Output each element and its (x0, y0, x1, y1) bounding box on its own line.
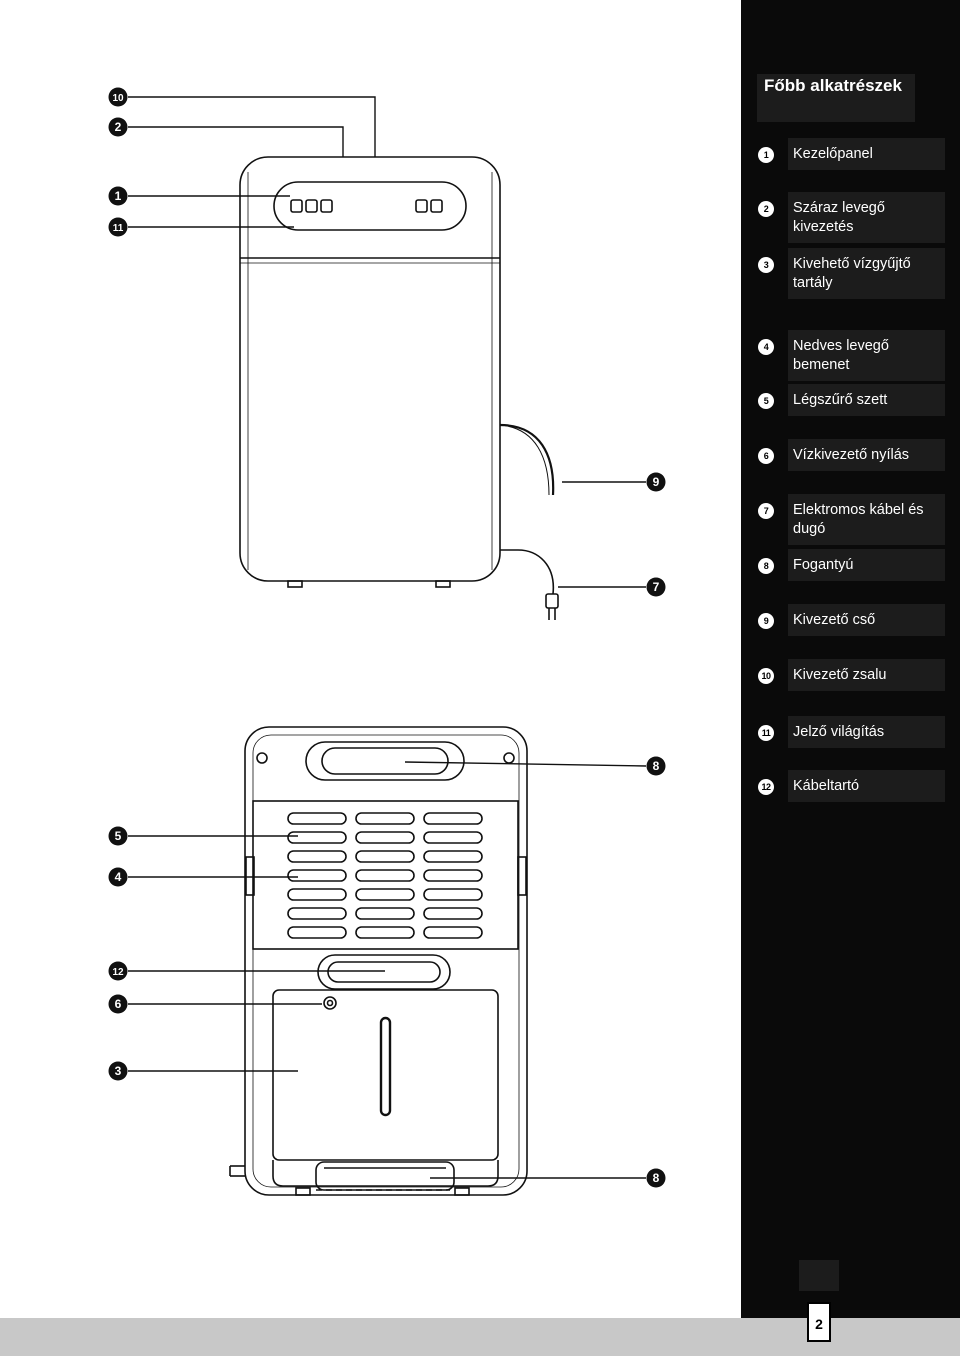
legend-label: Száraz levegő kivezetés (793, 200, 885, 235)
callout-5: 5 (108, 826, 128, 846)
legend-label-box: Jelző világítás (788, 716, 945, 748)
callout-circle (646, 1168, 666, 1188)
legend-label-box: Nedves levegő bemenet (788, 330, 945, 381)
legend-label: Kivehető vízgyűjtő tartály (793, 256, 911, 291)
callout-number: 6 (115, 997, 122, 1011)
callout-number: 10 (112, 93, 124, 104)
page-number: 2 (807, 1302, 831, 1342)
legend-label: Kábeltartó (793, 778, 860, 794)
footer-bar (0, 1318, 960, 1356)
callout-3: 3 (108, 1061, 128, 1081)
legend-label: Vízkivezető nyílás (793, 447, 910, 463)
legend-number: 7 (758, 503, 774, 519)
callout-circle (108, 994, 128, 1014)
legend-number: 5 (758, 393, 774, 409)
callout-1: 1 (108, 186, 128, 206)
legend-label: Kezelőpanel (793, 146, 873, 162)
callout-number: 7 (653, 580, 660, 594)
callout-number: 8 (653, 759, 660, 773)
legend-number: 12 (758, 779, 774, 795)
legend-number: 4 (758, 339, 774, 355)
legend-number: 3 (758, 257, 774, 273)
callout-circle (108, 117, 128, 137)
air-filter-grille (287, 812, 483, 939)
legend-label-box: Vízkivezető nyílás (788, 439, 945, 471)
legend-label-box: Légszűrő szett (788, 384, 945, 416)
legend-label: Légszűrő szett (793, 392, 888, 408)
legend-number: 2 (758, 201, 774, 217)
legend-label-box: Kivehető vízgyűjtő tartály (788, 248, 945, 299)
legend-number: 6 (758, 448, 774, 464)
callout-circle (108, 87, 128, 107)
callout-circle (646, 756, 666, 776)
callout-12: 12 (108, 961, 128, 981)
callout-number: 8 (653, 1171, 660, 1185)
callout-number: 4 (115, 870, 122, 884)
callout-9: 9 (646, 472, 666, 492)
callout-8: 8 (646, 1168, 666, 1188)
callout-6: 6 (108, 994, 128, 1014)
callout-circle (108, 217, 128, 237)
legend-label-box: Kábeltartó (788, 770, 945, 802)
water-tank (272, 989, 499, 1161)
legend-label-box: Kivezető zsalu (788, 659, 945, 691)
callout-number: 3 (115, 1064, 122, 1078)
legend-label: Fogantyú (793, 557, 854, 573)
legend-number: 8 (758, 558, 774, 574)
control-panel (273, 181, 467, 231)
callout-10: 10 (108, 87, 128, 107)
callout-circle (108, 1061, 128, 1081)
rear-view (229, 726, 528, 1196)
legend-number: 9 (758, 613, 774, 629)
legend-label-box: Kivezető cső (788, 604, 945, 636)
callout-number: 1 (115, 189, 122, 203)
top-handle (305, 741, 465, 781)
callout-circle (108, 826, 128, 846)
callout-circle (108, 186, 128, 206)
callout-circle (646, 472, 666, 492)
callout-number: 11 (113, 223, 124, 234)
legend-number: 10 (758, 668, 774, 684)
callout-4: 4 (108, 867, 128, 887)
bottom-handle (315, 1161, 455, 1191)
legend-label: Jelző világítás (793, 724, 885, 740)
power-cable (500, 549, 555, 595)
callout-7: 7 (646, 577, 666, 597)
legend-label-box: Elektromos kábel és dugó (788, 494, 945, 545)
front-view (239, 156, 559, 620)
title-box (757, 74, 915, 122)
callout-8: 8 (646, 756, 666, 776)
page-tab (799, 1260, 839, 1291)
legend-label-box: Száraz levegő kivezetés (788, 192, 945, 243)
legend-label: Kivezető cső (793, 612, 876, 628)
legend-label: Kivezető zsalu (793, 667, 887, 683)
leader-lines (128, 96, 647, 1179)
legend-number: 1 (758, 147, 774, 163)
callout-number: 9 (653, 475, 660, 489)
cable-holder (317, 954, 451, 990)
legend-label-box: Fogantyú (788, 549, 945, 581)
callout-number: 5 (115, 829, 122, 843)
callout-2: 2 (108, 117, 128, 137)
legend-label: Nedves levegő bemenet (793, 338, 889, 373)
legend-number: 11 (758, 725, 774, 741)
callout-11: 11 (108, 217, 128, 237)
callout-circle (646, 577, 666, 597)
legend-label-box: Kezelőpanel (788, 138, 945, 170)
callout-circle (108, 867, 128, 887)
callout-number: 2 (115, 120, 122, 134)
legend-label: Elektromos kábel és dugó (793, 502, 924, 537)
callout-number: 12 (112, 967, 124, 978)
drain-hose (499, 423, 555, 496)
callout-circle (108, 961, 128, 981)
section-title: Főbb alkatrészek (764, 76, 902, 95)
